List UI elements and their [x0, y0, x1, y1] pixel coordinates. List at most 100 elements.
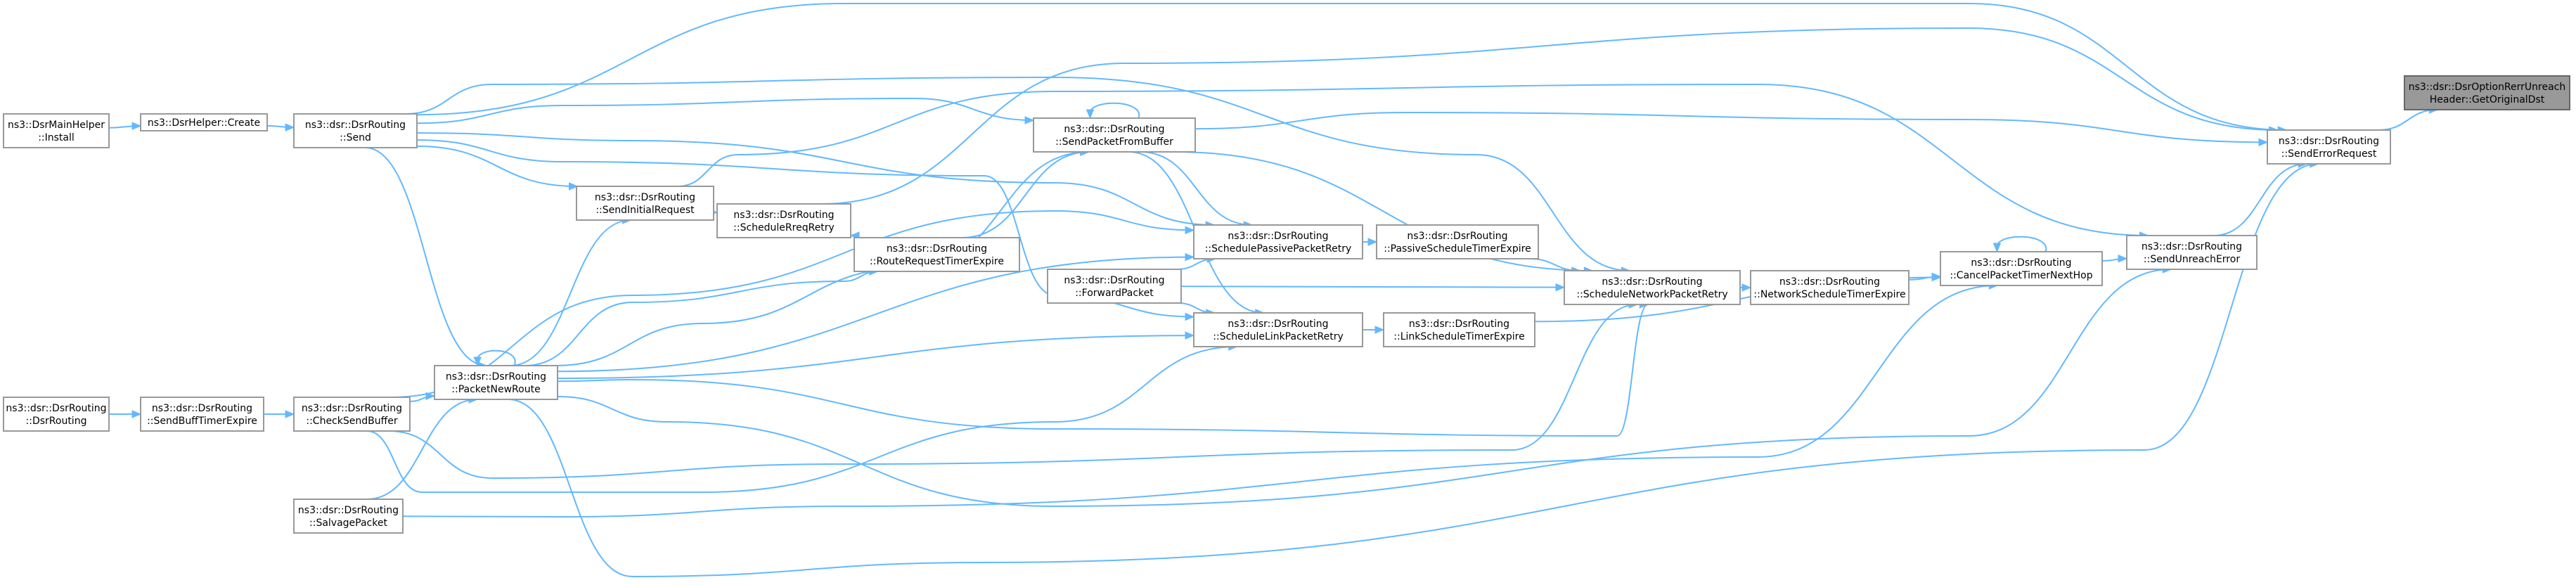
node-snpr[interactable]: ns3::dsr::DsrRouting::ScheduleNetworkPac… — [1564, 270, 1741, 305]
edge-spfb-send — [416, 97, 1035, 124]
edge-arrowhead — [1185, 226, 1195, 235]
edge-cptnh-cptnh — [1992, 236, 2047, 253]
edge-line — [557, 256, 1194, 373]
node-csb[interactable]: ns3::dsr::DsrRouting::CheckSendBuffer — [293, 397, 411, 432]
node-label-line: ::SchedulePassivePacketRetry — [1205, 243, 1352, 255]
edge-line — [1140, 151, 1253, 226]
node-box — [716, 203, 851, 238]
edges-layer — [108, 2, 2439, 578]
node-send[interactable]: ns3::dsr::DsrRouting::Send — [293, 113, 418, 148]
node-box — [140, 113, 268, 131]
node-box — [293, 113, 418, 148]
node-label-line: ::DsrRouting — [26, 416, 87, 427]
node-label-line: ::SendInitialRequest — [595, 205, 695, 216]
node-sbte[interactable]: ns3::dsr::DsrRouting::SendBuffTimerExpir… — [140, 397, 264, 432]
edge-line — [555, 151, 1089, 366]
node-label-line: ::SendPacketFromBuffer — [1055, 136, 1173, 148]
node-box — [1940, 251, 2103, 286]
edge-line — [1995, 236, 2047, 252]
node-create[interactable]: ns3::DsrHelper::Create — [140, 113, 268, 131]
node-label-line: ::ScheduleNetworkPacketRetry — [1576, 289, 1727, 300]
edge-arrowhead — [1555, 283, 1566, 292]
node-label-line: ns3::dsr::DsrRouting — [152, 403, 252, 414]
edge-snpr-fwd — [1180, 283, 1566, 292]
node-label-line: ns3::dsr::DsrRouting — [1602, 276, 1702, 288]
node-label-line: ns3::dsr::DsrRouting — [1407, 231, 1507, 242]
node-label-line: ::SendErrorRequest — [2281, 148, 2377, 160]
node-label-line: ns3::dsr::DsrRouting — [1064, 124, 1164, 135]
node-label-line: ns3::dsr::DsrRouting — [1228, 319, 1328, 330]
edge-sbte-dsrr — [109, 410, 142, 418]
edge-arrowhead — [1367, 238, 1378, 246]
node-sarr[interactable]: ns3::dsr::DsrRouting::ScheduleRreqRetry — [716, 203, 851, 238]
node-slpr[interactable]: ns3::dsr::DsrRouting::ScheduleLinkPacket… — [1193, 312, 1363, 347]
node-sppr[interactable]: ns3::dsr::DsrRouting::SchedulePassivePac… — [1193, 224, 1363, 259]
node-sir[interactable]: ns3::dsr::DsrRouting::SendInitialRequest — [576, 186, 714, 221]
node-box — [1047, 269, 1182, 304]
node-salv[interactable]: ns3::dsr::DsrRouting::SalvagePacket — [293, 499, 404, 534]
edge-rrte-pnr — [524, 267, 880, 366]
edge-line — [416, 132, 1215, 226]
edge-line — [416, 97, 1034, 124]
edge-sppr-pnr — [557, 252, 1195, 373]
edge-spfb-rrte — [962, 148, 1090, 238]
node-box — [1193, 224, 1363, 259]
node-box — [140, 397, 264, 432]
edge-arrowhead — [1185, 252, 1195, 262]
node-box — [1376, 224, 1539, 259]
edge-send-create — [266, 123, 295, 131]
edge-arrowhead — [569, 182, 579, 191]
node-label-line: ns3::DsrHelper::Create — [148, 117, 260, 129]
edge-csb-sbte — [264, 410, 295, 418]
edge-line — [508, 163, 2319, 578]
node-label-line: ::NetworkScheduleTimerExpire — [1753, 289, 1905, 300]
node-install[interactable]: ns3::DsrMainHelper::Install — [3, 113, 110, 148]
node-box — [434, 365, 558, 400]
node-box — [3, 113, 110, 148]
node-label-line: ns3::dsr::DsrRouting — [1064, 275, 1164, 286]
node-label-line: ::Send — [340, 132, 371, 143]
edge-arrowhead — [1741, 283, 1752, 292]
node-label-line: ns3::dsr::DsrRouting — [2279, 136, 2379, 147]
edge-line — [510, 219, 631, 366]
edge-line — [557, 269, 2172, 508]
node-ser[interactable]: ns3::dsr::DsrRouting::SendErrorRequest — [2267, 129, 2391, 165]
node-fwd[interactable]: ns3::dsr::DsrRouting::ForwardPacket — [1047, 269, 1182, 304]
node-cptnh[interactable]: ns3::dsr::DsrRouting::CancelPacketTimerN… — [1940, 251, 2103, 286]
edge-lste-slpr — [1363, 326, 1385, 334]
edge-pnr-send — [364, 147, 488, 370]
edge-line — [2213, 163, 2307, 236]
edge-arrowhead — [285, 123, 295, 131]
edge-spfb-spfb — [1086, 102, 1140, 120]
edge-line — [389, 304, 1638, 480]
node-label-line: ::CancelPacketTimerNextHop — [1950, 270, 2092, 281]
node-label-line: ns3::dsr::DsrRouting — [1409, 319, 1509, 330]
node-label-line: ns3::dsr::DsrOptionRerrUnreach — [2409, 82, 2566, 93]
node-lste[interactable]: ns3::dsr::DsrRouting::LinkScheduleTimerE… — [1383, 312, 1535, 347]
node-nste[interactable]: ns3::dsr::DsrRouting::NetworkScheduleTim… — [1750, 270, 1910, 305]
edge-arrowhead — [1992, 243, 2002, 253]
node-dsrr[interactable]: ns3::dsr::DsrRouting::DsrRouting — [3, 397, 110, 432]
edge-line — [677, 83, 2149, 236]
nodes-layer: ns3::DsrMainHelper::Install ns3::DsrHelpe… — [3, 75, 2570, 534]
node-label-line: ns3::dsr::DsrRouting — [1779, 276, 1880, 288]
edge-arrowhead — [473, 356, 482, 367]
node-god[interactable]: ns3::dsr::DsrOptionRerrUnreachHeader::Ge… — [2404, 75, 2570, 110]
edge-line — [962, 151, 1090, 238]
node-spfb[interactable]: ns3::dsr::DsrRouting::SendPacketFromBuff… — [1033, 117, 1196, 153]
node-pnr[interactable]: ns3::dsr::DsrRouting::PacketNewRoute — [434, 365, 558, 400]
node-label-line: ns3::dsr::DsrRouting — [2142, 241, 2242, 252]
node-rrte[interactable]: ns3::dsr::DsrRouting::RouteRequestTimerE… — [854, 237, 1020, 272]
edge-line — [820, 27, 2278, 205]
edge-slpr-pnr — [557, 331, 1195, 380]
node-box — [293, 499, 404, 534]
edge-line — [557, 304, 1649, 437]
node-pste[interactable]: ns3::dsr::DsrRouting::PassiveScheduleTim… — [1376, 224, 1539, 259]
edge-arrowhead — [1024, 116, 1035, 124]
edge-sue-sir — [677, 83, 2149, 240]
node-label-line: ::ScheduleRreqRetry — [733, 222, 835, 233]
node-box — [1564, 270, 1741, 305]
node-sue[interactable]: ns3::dsr::DsrRouting::SendUnreachError — [2126, 235, 2258, 270]
node-box — [1750, 270, 1910, 305]
